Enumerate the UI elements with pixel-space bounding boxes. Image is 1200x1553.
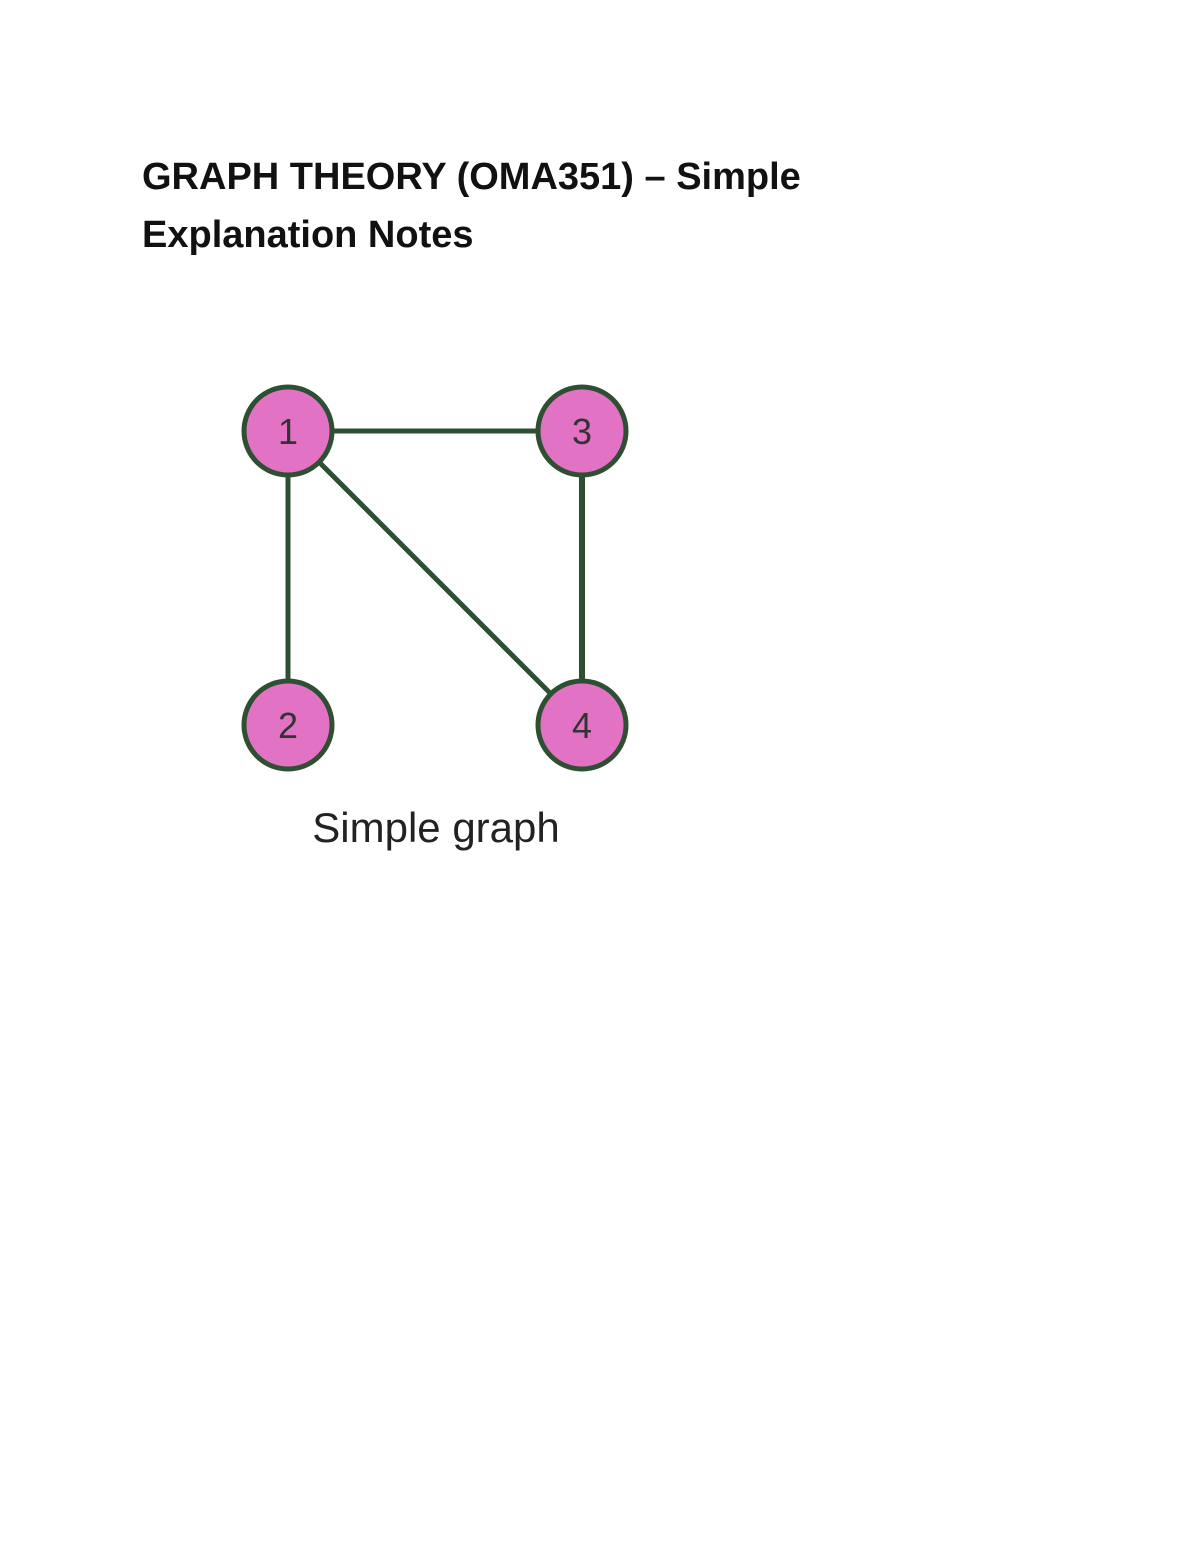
edge-1-4: [285, 428, 585, 728]
graph-diagram: 1 2 3 4 Simple graph: [241, 384, 629, 851]
simple-graph-figure: 1 2 3 4 Simple graph: [230, 370, 650, 870]
graph-node-2: 2: [241, 678, 335, 772]
node-circle-4: [535, 678, 629, 772]
node-circle-1: [241, 384, 335, 478]
nodes-layer: 1 2 3 4: [241, 384, 629, 772]
node-label-1: 1: [278, 411, 298, 452]
page-title: GRAPH THEORY (OMA351) – Simple Explanati…: [142, 156, 801, 256]
graph-node-4: 4: [535, 678, 629, 772]
node-label-2: 2: [278, 705, 298, 746]
graph-node-1: 1: [241, 384, 335, 478]
figure-caption: Simple graph: [312, 804, 559, 851]
node-circle-2: [241, 678, 335, 772]
node-label-4: 4: [572, 705, 592, 746]
edges-layer: [285, 428, 585, 728]
node-circle-3: [535, 384, 629, 478]
node-label-3: 3: [572, 411, 592, 452]
graph-node-3: 3: [535, 384, 629, 478]
